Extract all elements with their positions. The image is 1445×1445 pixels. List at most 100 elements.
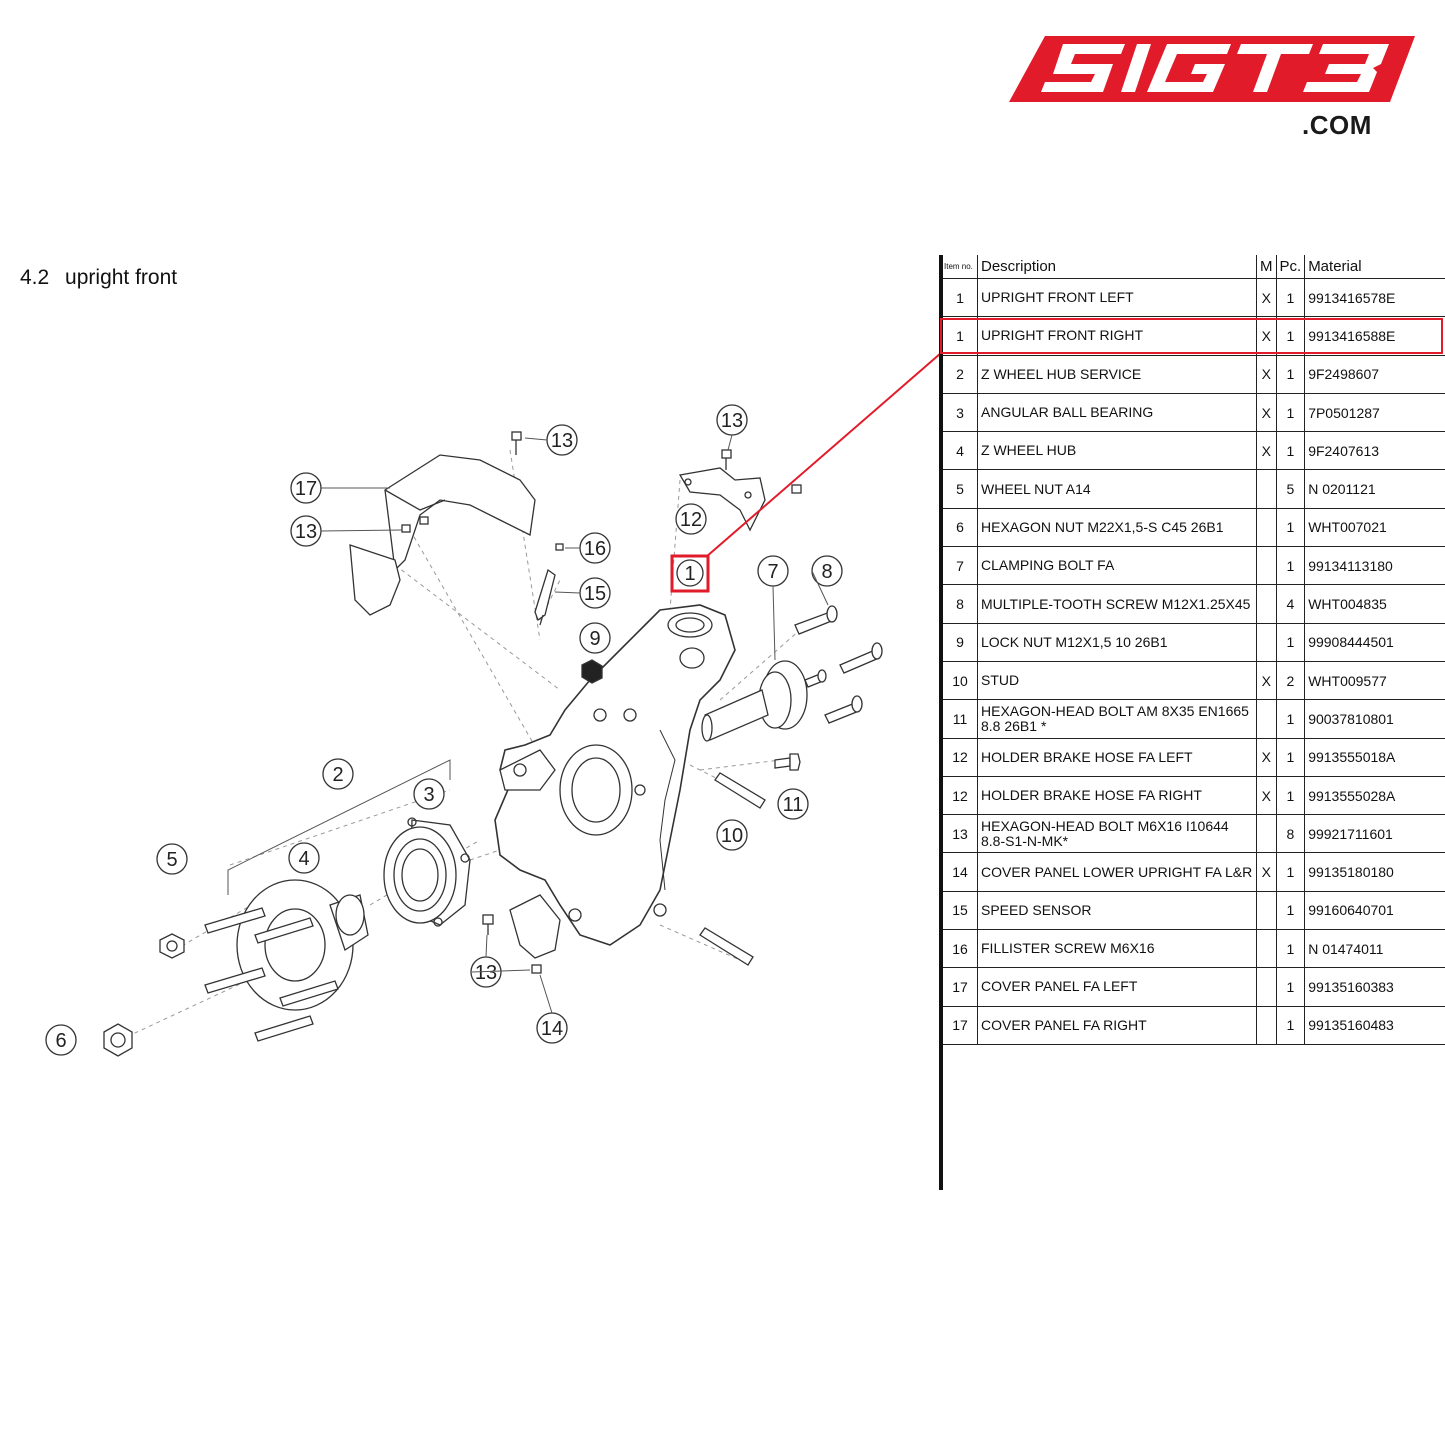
callout-17[interactable]: 17 — [290, 472, 322, 504]
callout-13-left[interactable]: 13 — [290, 515, 322, 547]
cell-pc: 1 — [1276, 546, 1306, 586]
cell-description: HEXAGON-HEAD BOLT M6X16 I10644 8.8-S1-N-… — [977, 814, 1257, 854]
cell-material: N 01474011 — [1304, 929, 1445, 969]
cell-description: COVER PANEL LOWER UPRIGHT FA L&R — [977, 852, 1257, 892]
cell-item-no: 6 — [943, 508, 978, 548]
cell-pc: 1 — [1276, 431, 1306, 471]
cell-item-no: 13 — [943, 814, 978, 854]
callout-15[interactable]: 15 — [579, 577, 611, 609]
svg-text:17: 17 — [295, 478, 317, 500]
cell-m: X — [1256, 355, 1277, 394]
cell-m: X — [1256, 393, 1277, 433]
callout-13-upper-right[interactable]: 13 — [716, 404, 748, 436]
cell-pc: 2 — [1276, 661, 1306, 701]
cell-item-no: 7 — [943, 546, 978, 586]
callout-6[interactable]: 6 — [45, 1024, 77, 1056]
callout-leaders — [320, 434, 829, 1014]
svg-text:5: 5 — [166, 849, 177, 871]
svg-text:12: 12 — [680, 509, 702, 531]
cell-material: 9913416578E — [1304, 278, 1445, 318]
leader-lines — [119, 449, 801, 1041]
svg-text:7: 7 — [767, 561, 778, 583]
cell-pc: 1 — [1276, 508, 1306, 548]
cell-material: N 0201121 — [1304, 469, 1445, 509]
cell-description: Z WHEEL HUB SERVICE — [977, 355, 1257, 394]
cell-description: FILLISTER SCREW M6X16 — [977, 929, 1257, 969]
cell-pc: 1 — [1276, 1006, 1306, 1045]
cell-m — [1256, 814, 1277, 854]
callout-2[interactable]: 2 — [322, 758, 354, 790]
cover-panel-lower — [509, 894, 561, 959]
callout-10[interactable]: 10 — [716, 819, 748, 851]
cell-material: 99134113180 — [1304, 546, 1445, 586]
cell-pc: 5 — [1276, 469, 1306, 509]
cell-pc: 1 — [1276, 967, 1306, 1007]
wheel-hub-service-bracket — [227, 759, 451, 895]
cell-material: 9913555028A — [1304, 776, 1445, 816]
wheel-hub — [204, 879, 369, 1042]
cell-pc: 4 — [1276, 584, 1306, 624]
cell-item-no: 9 — [943, 623, 978, 662]
table-left-rule — [939, 255, 943, 1190]
header-material: Material — [1304, 255, 1445, 279]
cell-m: X — [1256, 278, 1277, 318]
callout-1-highlight — [670, 554, 710, 593]
svg-text:13: 13 — [295, 521, 317, 543]
cell-item-no: 4 — [943, 431, 978, 471]
cell-pc: 1 — [1276, 278, 1306, 318]
cell-material: 99135180180 — [1304, 852, 1445, 892]
callout-9[interactable]: 9 — [579, 622, 611, 654]
callout-13-top[interactable]: 13 — [546, 424, 578, 456]
cell-m: X — [1256, 431, 1277, 471]
callout-12[interactable]: 12 — [675, 503, 707, 535]
svg-text:6: 6 — [55, 1030, 66, 1052]
cell-description: SPEED SENSOR — [977, 891, 1257, 931]
callout-4[interactable]: 4 — [288, 842, 320, 874]
cell-pc: 1 — [1276, 623, 1306, 662]
angular-ball-bearing — [383, 817, 471, 927]
callout-11[interactable]: 11 — [777, 788, 809, 820]
cell-description: STUD — [977, 661, 1257, 701]
callout-16[interactable]: 16 — [579, 532, 611, 564]
cell-material: 99921711601 — [1304, 814, 1445, 854]
svg-text:13: 13 — [475, 962, 497, 984]
cell-description: MULTIPLE-TOOTH SCREW M12X1.25X45 — [977, 584, 1257, 624]
callout-7[interactable]: 7 — [757, 555, 789, 587]
cell-m — [1256, 891, 1277, 931]
cell-pc: 1 — [1276, 316, 1306, 356]
callout-5[interactable]: 5 — [156, 843, 188, 875]
lock-nut — [581, 659, 603, 684]
cell-item-no: 17 — [943, 967, 978, 1007]
cell-item-no: 2 — [943, 355, 978, 394]
callout-1[interactable]: 1 — [676, 559, 704, 587]
svg-text:3: 3 — [423, 784, 434, 806]
svg-text:15: 15 — [584, 583, 606, 605]
section-title: 4.2 upright front — [20, 266, 177, 290]
cell-material: 99908444501 — [1304, 623, 1445, 662]
callout-14[interactable]: 14 — [536, 1012, 568, 1044]
hexagon-nut — [103, 1023, 133, 1057]
cell-description: HEXAGON-HEAD BOLT AM 8X35 EN1665 8.8 26B… — [977, 699, 1257, 739]
callout-3[interactable]: 3 — [413, 778, 445, 810]
cell-item-no: 5 — [943, 469, 978, 509]
